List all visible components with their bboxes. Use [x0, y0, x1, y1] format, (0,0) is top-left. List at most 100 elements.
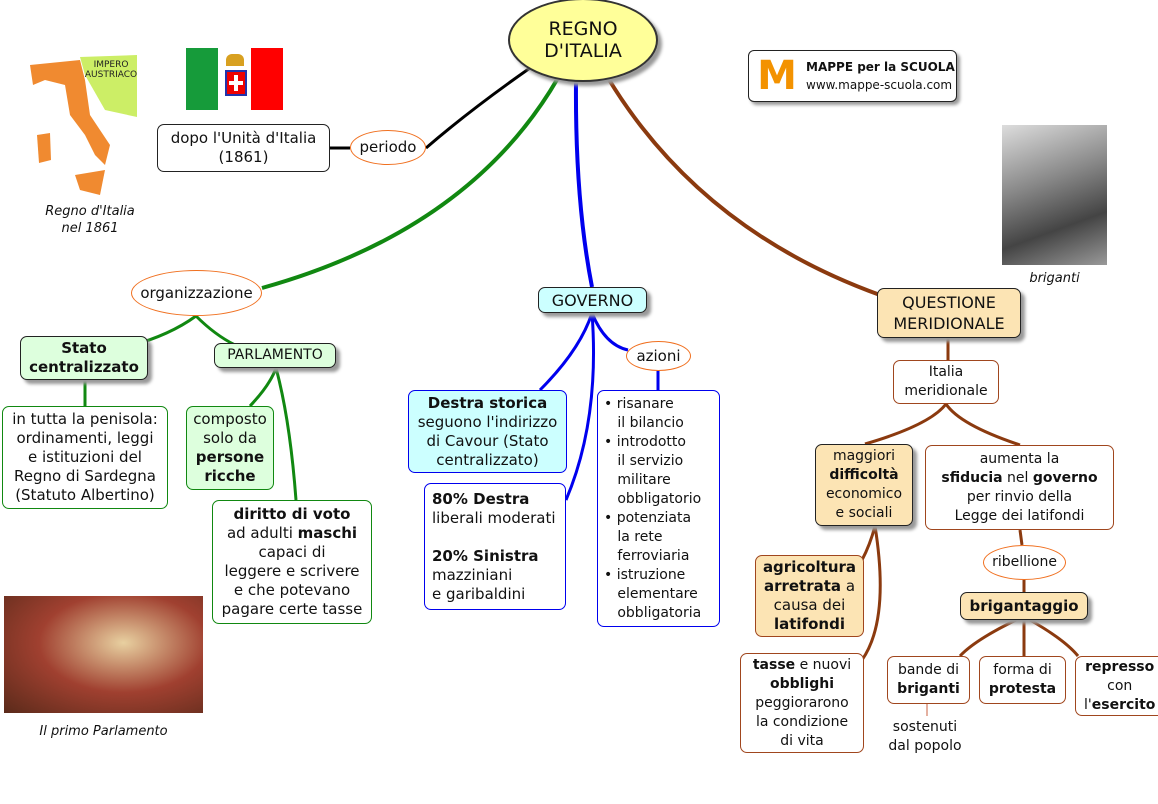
- periodo-label: periodo: [359, 138, 417, 156]
- bold-text: persone: [195, 448, 265, 466]
- organizzazione-link-label[interactable]: organizzazione: [131, 270, 262, 316]
- text: con: [1107, 677, 1133, 694]
- logo-url: www.mappe-scuola.com: [806, 78, 953, 92]
- text: Legge dei latifondi: [954, 507, 1085, 524]
- text: Italia: [928, 364, 964, 380]
- node-text: PARLAMENTO: [227, 346, 323, 365]
- briganti-photo: [1002, 125, 1107, 265]
- bold-text: 20% Sinistra: [432, 546, 539, 565]
- text: peggiorarono: [755, 694, 849, 711]
- text: Regno d'Italia: [45, 204, 135, 219]
- text: obbligatoria: [604, 604, 702, 621]
- azioni-label: azioni: [636, 346, 681, 365]
- text: D'ITALIA: [544, 40, 622, 62]
- map-caption: Regno d'Italia nel 1861: [30, 203, 150, 237]
- brigantaggio-node[interactable]: brigantaggio: [960, 592, 1088, 620]
- text: sostenuti: [892, 719, 958, 735]
- bold-text: difficoltà: [829, 467, 899, 483]
- text: GOVERNO: [551, 290, 634, 310]
- node-text: dopo l'Unità d'Italia(1861): [171, 129, 317, 167]
- text: per rinvio della: [966, 488, 1073, 505]
- text: • istruzione: [604, 566, 686, 583]
- text: PARLAMENTO: [227, 347, 323, 363]
- bold-text: obblighi: [769, 675, 835, 692]
- italy-1861-map-image: [25, 55, 140, 200]
- text: nel: [1002, 469, 1033, 486]
- text: e istituzioni del: [27, 448, 142, 466]
- map-label: IMPERO AUSTRIACO: [84, 60, 138, 80]
- text: il servizio: [604, 452, 684, 469]
- text: economico: [825, 486, 903, 502]
- bold-text: tasse: [752, 656, 796, 673]
- mappe-scuola-logo[interactable]: M MAPPE per la SCUOLA www.mappe-scuola.c…: [748, 50, 957, 102]
- text: in tutta la penisola:: [12, 410, 158, 428]
- logo-m-icon: M: [757, 53, 797, 99]
- periodo-link-label[interactable]: periodo: [350, 130, 426, 165]
- node-text: brigantaggio: [969, 597, 1078, 616]
- node-text: GOVERNO: [552, 291, 633, 310]
- text: ad adulti: [226, 524, 298, 542]
- bold-text: brigantaggio: [969, 596, 1079, 615]
- text: • introdotto: [604, 433, 686, 450]
- text: QUESTIONE: [902, 293, 996, 312]
- text: meridionale: [904, 383, 988, 399]
- ribellione-link-label[interactable]: ribellione: [983, 545, 1066, 580]
- text: causa dei: [773, 596, 846, 614]
- azioni-link-label[interactable]: azioni: [626, 341, 691, 371]
- bold-text: centralizzato: [29, 358, 139, 376]
- periodo-node[interactable]: dopo l'Unità d'Italia(1861): [157, 124, 330, 172]
- node-text: Regno d'Italia nel 1861: [30, 203, 150, 237]
- briganti-caption: briganti: [1029, 271, 1080, 286]
- text: ferroviaria: [604, 547, 690, 564]
- text: pagare certe tasse: [221, 600, 363, 618]
- italia-meridionale-node[interactable]: Italia meridionale: [893, 360, 999, 404]
- text: nel 1861: [61, 221, 119, 236]
- text: aumenta la: [979, 450, 1060, 467]
- text: elementare: [604, 585, 698, 602]
- parlamento-node[interactable]: PARLAMENTO: [214, 343, 336, 368]
- text: e nuovi: [795, 656, 852, 673]
- text: e sociali: [835, 505, 893, 521]
- text: la rete: [604, 528, 663, 545]
- bold-text: diritto di voto: [233, 505, 351, 523]
- italian-flag-image: [186, 48, 283, 110]
- azioni-list-node[interactable]: • risanare il bilancio• introdotto il se…: [597, 390, 720, 627]
- bold-text: arretrata: [763, 577, 842, 595]
- text: leggere e scrivere: [224, 562, 360, 580]
- text: militare: [604, 471, 671, 488]
- bold-text: briganti: [897, 681, 960, 697]
- bold-text: esercito: [1091, 696, 1156, 713]
- governo-node[interactable]: GOVERNO: [538, 287, 647, 313]
- parliament-caption: Il primo Parlamento: [39, 724, 168, 739]
- text: seguono l'indirizzo: [417, 412, 558, 431]
- text: mazziniani: [432, 565, 513, 584]
